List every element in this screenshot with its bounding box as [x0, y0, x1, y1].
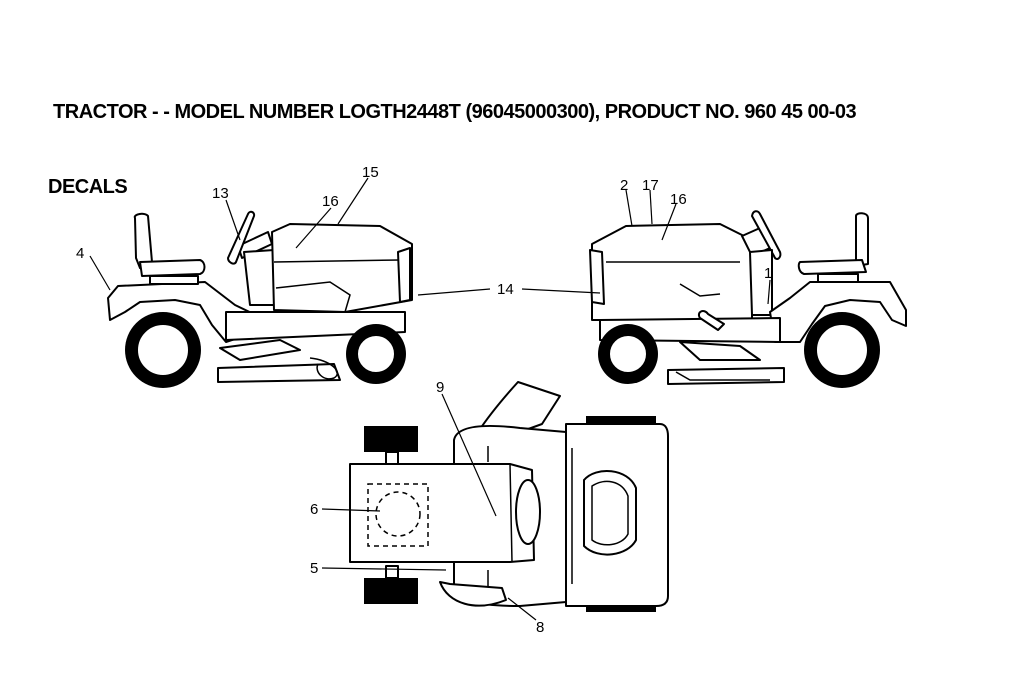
tractor-left-side-view	[107, 210, 413, 388]
callout-8: 8	[536, 619, 544, 636]
tractor-right-side-view	[589, 210, 907, 388]
callout-5: 5	[310, 560, 318, 577]
callout-4: 4	[76, 245, 84, 262]
callout-9: 9	[436, 379, 444, 396]
title-line-2: DECALS	[48, 176, 128, 198]
callout-labels: 4 13 16 15 14 2 17 16 1 9 6 5 8	[76, 164, 772, 636]
callout-1: 1	[764, 265, 772, 282]
callout-16-left: 16	[322, 193, 339, 210]
page-title: TRACTOR - - MODEL NUMBER LOGTH2448T (960…	[48, 50, 857, 225]
callout-6: 6	[310, 501, 318, 518]
callout-13: 13	[212, 185, 229, 202]
callout-16-right: 16	[670, 191, 687, 208]
callout-17: 17	[642, 177, 659, 194]
callout-15: 15	[362, 164, 379, 181]
tractor-top-view	[349, 381, 669, 612]
callout-14: 14	[497, 281, 514, 298]
leader-lines	[89, 177, 771, 621]
title-line-1: TRACTOR - - MODEL NUMBER LOGTH2448T (960…	[48, 101, 857, 123]
callout-2: 2	[620, 177, 628, 194]
